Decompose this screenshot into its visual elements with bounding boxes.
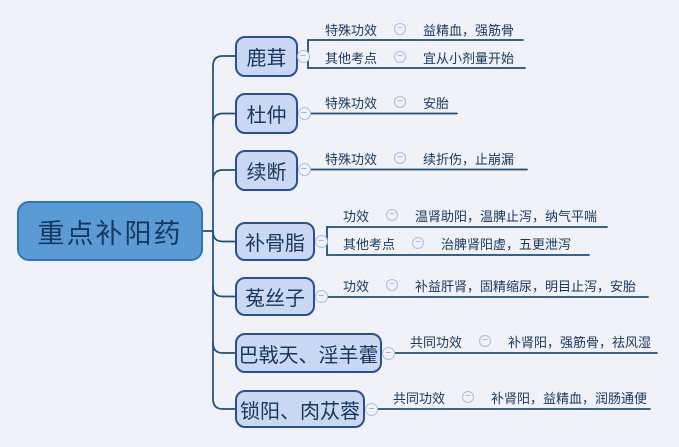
- collapse-icon[interactable]: −: [412, 237, 425, 249]
- topic-tu-si-zi[interactable]: 菟丝子: [235, 277, 315, 316]
- attribute-row[interactable]: 其他考点 − 宜从小剂量开始: [325, 48, 514, 66]
- branch-curve-tusizi: [212, 285, 236, 298]
- collapse-icon[interactable]: −: [297, 107, 311, 120]
- attribute-value[interactable]: 温肾助阳，温脾止泻，纳气平喘: [415, 208, 598, 224]
- attribute-label[interactable]: 特殊功效: [325, 95, 378, 111]
- collapse-icon[interactable]: −: [386, 279, 399, 291]
- attribute-row[interactable]: 共同功效 − 补肾阳，强筋骨，祛风湿: [410, 332, 651, 350]
- attribute-value[interactable]: 宜从小剂量开始: [423, 50, 515, 66]
- attribute-row[interactable]: 功效 − 补益肝肾，固精缩尿，明目止泻，安胎: [343, 276, 636, 294]
- attribute-label[interactable]: 其他考点: [325, 50, 378, 66]
- collapse-icon[interactable]: −: [314, 234, 328, 248]
- collapse-icon[interactable]: −: [296, 50, 310, 63]
- attribute-label[interactable]: 其他考点: [343, 236, 396, 252]
- attribute-row[interactable]: 共同功效 − 补肾阳，益精血，润肠通便: [393, 388, 647, 406]
- collapse-icon[interactable]: −: [394, 152, 407, 164]
- topic-bu-gu-zhi[interactable]: 补骨脂: [235, 222, 315, 261]
- branch-curve-buguzhi: [212, 230, 236, 243]
- attribute-value[interactable]: 补肾阳，益精血，润肠通便: [491, 390, 648, 406]
- collapse-icon[interactable]: −: [462, 391, 475, 403]
- attribute-row[interactable]: 其他考点 − 治脾肾阳虚，五更泄泻: [343, 234, 571, 252]
- attribute-label[interactable]: 功效: [343, 278, 370, 294]
- collapse-icon[interactable]: −: [314, 290, 328, 303]
- collapse-icon[interactable]: −: [394, 96, 407, 108]
- branch-curve-lurong: [212, 55, 236, 67]
- collapse-icon[interactable]: −: [365, 402, 378, 416]
- attribute-value[interactable]: 补肾阳，强筋骨，祛风湿: [508, 334, 652, 350]
- branch-lines: [202, 55, 236, 410]
- topic-xu-duan[interactable]: 续断: [235, 150, 298, 191]
- attribute-value[interactable]: 治脾肾阳虚，五更泄泻: [441, 236, 572, 252]
- attribute-label[interactable]: 功效: [343, 208, 370, 224]
- attribute-label[interactable]: 特殊功效: [325, 151, 378, 167]
- collapse-icon[interactable]: −: [297, 163, 311, 176]
- collapse-icon[interactable]: −: [394, 51, 407, 63]
- branch-curve-xuduan: [212, 169, 236, 181]
- collapse-icon[interactable]: −: [382, 346, 395, 360]
- central-topic[interactable]: 重点补阳药: [17, 201, 203, 261]
- attribute-row[interactable]: 特殊功效 − 续折伤，止崩漏: [325, 149, 514, 167]
- branch-curve-duzhong: [212, 112, 236, 125]
- attribute-label[interactable]: 特殊功效: [325, 22, 378, 38]
- collapse-icon[interactable]: −: [394, 23, 407, 35]
- topic-suo-yang-rou-cong-rong[interactable]: 锁阳、肉苁蓉: [235, 390, 365, 428]
- topic-du-zhong[interactable]: 杜仲: [235, 93, 298, 134]
- attribute-row[interactable]: 功效 − 温肾助阳，温脾止泻，纳气平喘: [343, 206, 597, 224]
- attribute-value[interactable]: 补益肝肾，固精缩尿，明目止泻，安胎: [415, 278, 637, 294]
- attribute-underlines: [307, 39, 658, 410]
- branch-curve-bajitian: [212, 342, 236, 354]
- attribute-row[interactable]: 特殊功效 − 益精血，强筋骨: [325, 20, 514, 38]
- topic-lu-rong[interactable]: 鹿茸: [235, 36, 298, 77]
- collapse-icon[interactable]: −: [479, 335, 492, 347]
- attribute-label[interactable]: 共同功效: [410, 334, 463, 350]
- attribute-label[interactable]: 共同功效: [393, 390, 446, 406]
- attribute-value[interactable]: 续折伤，止崩漏: [423, 151, 515, 167]
- attribute-value[interactable]: 益精血，强筋骨: [423, 22, 515, 38]
- attribute-value[interactable]: 安胎: [423, 95, 450, 111]
- branch-curve-suoyang: [212, 398, 236, 410]
- attribute-row[interactable]: 特殊功效 − 安胎: [325, 93, 449, 111]
- collapse-icon[interactable]: −: [386, 209, 399, 221]
- topic-ba-ji-tian-yin-yang-huo[interactable]: 巴戟天、淫羊藿: [235, 333, 382, 373]
